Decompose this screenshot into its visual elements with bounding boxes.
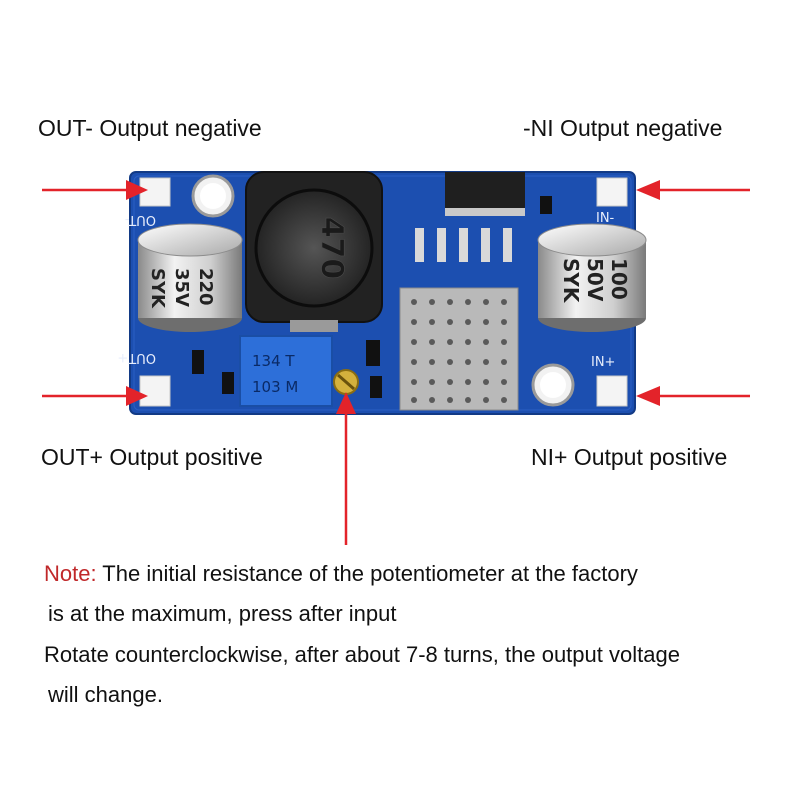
svg-text:50V: 50V bbox=[583, 258, 607, 302]
arrow-out-negative bbox=[42, 180, 148, 200]
schottky-diode bbox=[445, 172, 525, 216]
note-line-3: Rotate counterclockwise, after about 7-8… bbox=[44, 642, 680, 667]
inductor: 470 bbox=[245, 171, 383, 332]
silk-out-minus: OUT- bbox=[125, 212, 156, 227]
label-in-negative: -NI Output negative bbox=[523, 115, 723, 141]
pad-out-minus bbox=[139, 177, 171, 207]
capacitor-right: 100 50V SYK bbox=[537, 223, 647, 332]
potentiometer: 134 T 103 M bbox=[239, 335, 333, 407]
svg-text:220: 220 bbox=[195, 268, 216, 306]
silk-in-plus: IN+ bbox=[591, 355, 615, 370]
regulator-pins bbox=[415, 228, 512, 262]
pad-out-plus bbox=[139, 375, 171, 407]
note-line-2: is at the maximum, press after input bbox=[48, 601, 397, 626]
svg-text:SYK: SYK bbox=[147, 268, 168, 309]
arrow-in-negative bbox=[636, 180, 750, 200]
arrow-out-positive bbox=[42, 386, 148, 406]
label-in-positive: NI+ Output positive bbox=[531, 444, 728, 470]
pad-in-plus bbox=[596, 375, 628, 407]
silk-in-minus: IN- bbox=[596, 211, 615, 226]
pad-in-minus bbox=[596, 177, 628, 207]
heatsink-pad bbox=[399, 287, 519, 411]
capacitor-left: 220 35V SYK bbox=[137, 223, 243, 332]
svg-text:100: 100 bbox=[607, 258, 631, 300]
label-out-positive: OUT+ Output positive bbox=[41, 444, 263, 470]
note-line-4: will change. bbox=[48, 682, 163, 707]
svg-text:35V: 35V bbox=[171, 268, 192, 307]
note-line-1: Note: The initial resistance of the pote… bbox=[44, 561, 638, 587]
arrow-in-positive bbox=[636, 386, 750, 406]
svg-text:103 M: 103 M bbox=[252, 378, 298, 396]
svg-text:470: 470 bbox=[314, 217, 349, 280]
note-prefix: Note: bbox=[44, 561, 97, 586]
svg-text:134 T: 134 T bbox=[252, 352, 295, 370]
arrow-potentiometer bbox=[336, 392, 356, 545]
label-out-negative: OUT- Output negative bbox=[38, 115, 262, 141]
note-line-1-text: The initial resistance of the potentiome… bbox=[96, 561, 638, 586]
svg-text:SYK: SYK bbox=[559, 258, 583, 304]
silk-out-plus: OUT+ bbox=[117, 350, 156, 365]
